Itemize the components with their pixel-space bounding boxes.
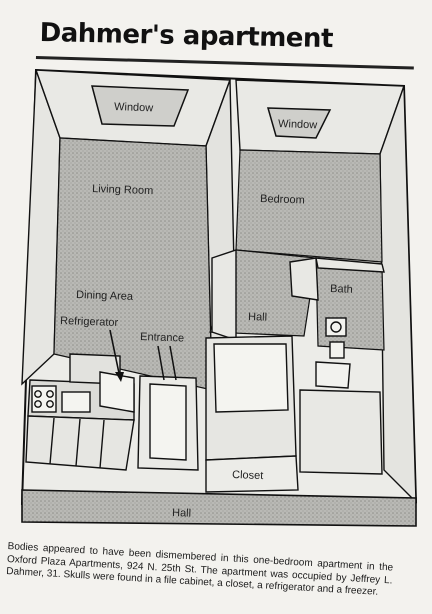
label-hall-inner: Hall <box>248 311 267 324</box>
bottom-hall <box>21 489 417 527</box>
label-window-left: Window <box>114 101 154 114</box>
refrigerator-box <box>69 353 135 413</box>
label-entrance: Entrance <box>140 331 184 345</box>
label-dining-area: Dining Area <box>76 289 134 303</box>
window-right <box>266 107 332 139</box>
label-window-right: Window <box>278 118 318 131</box>
label-living-room: Living Room <box>92 183 154 197</box>
bath-fixtures <box>299 317 383 475</box>
interior-walls <box>211 249 385 341</box>
entrance-arrow-left <box>157 345 165 381</box>
label-hall-bottom: Hall <box>172 507 191 520</box>
window-left <box>91 85 190 127</box>
entrance-passage <box>137 375 199 471</box>
label-refrigerator: Refrigerator <box>60 315 119 329</box>
closet-block <box>205 335 299 493</box>
refrigerator-arrow-head <box>115 372 124 382</box>
label-closet: Closet <box>232 469 264 482</box>
label-bedroom: Bedroom <box>260 193 305 207</box>
label-bath: Bath <box>330 283 353 296</box>
room-labels: Window Window Living Room Bedroom Dining… <box>60 101 353 520</box>
refrigerator-arrow <box>109 329 121 379</box>
entrance-arrow-right <box>169 345 177 381</box>
